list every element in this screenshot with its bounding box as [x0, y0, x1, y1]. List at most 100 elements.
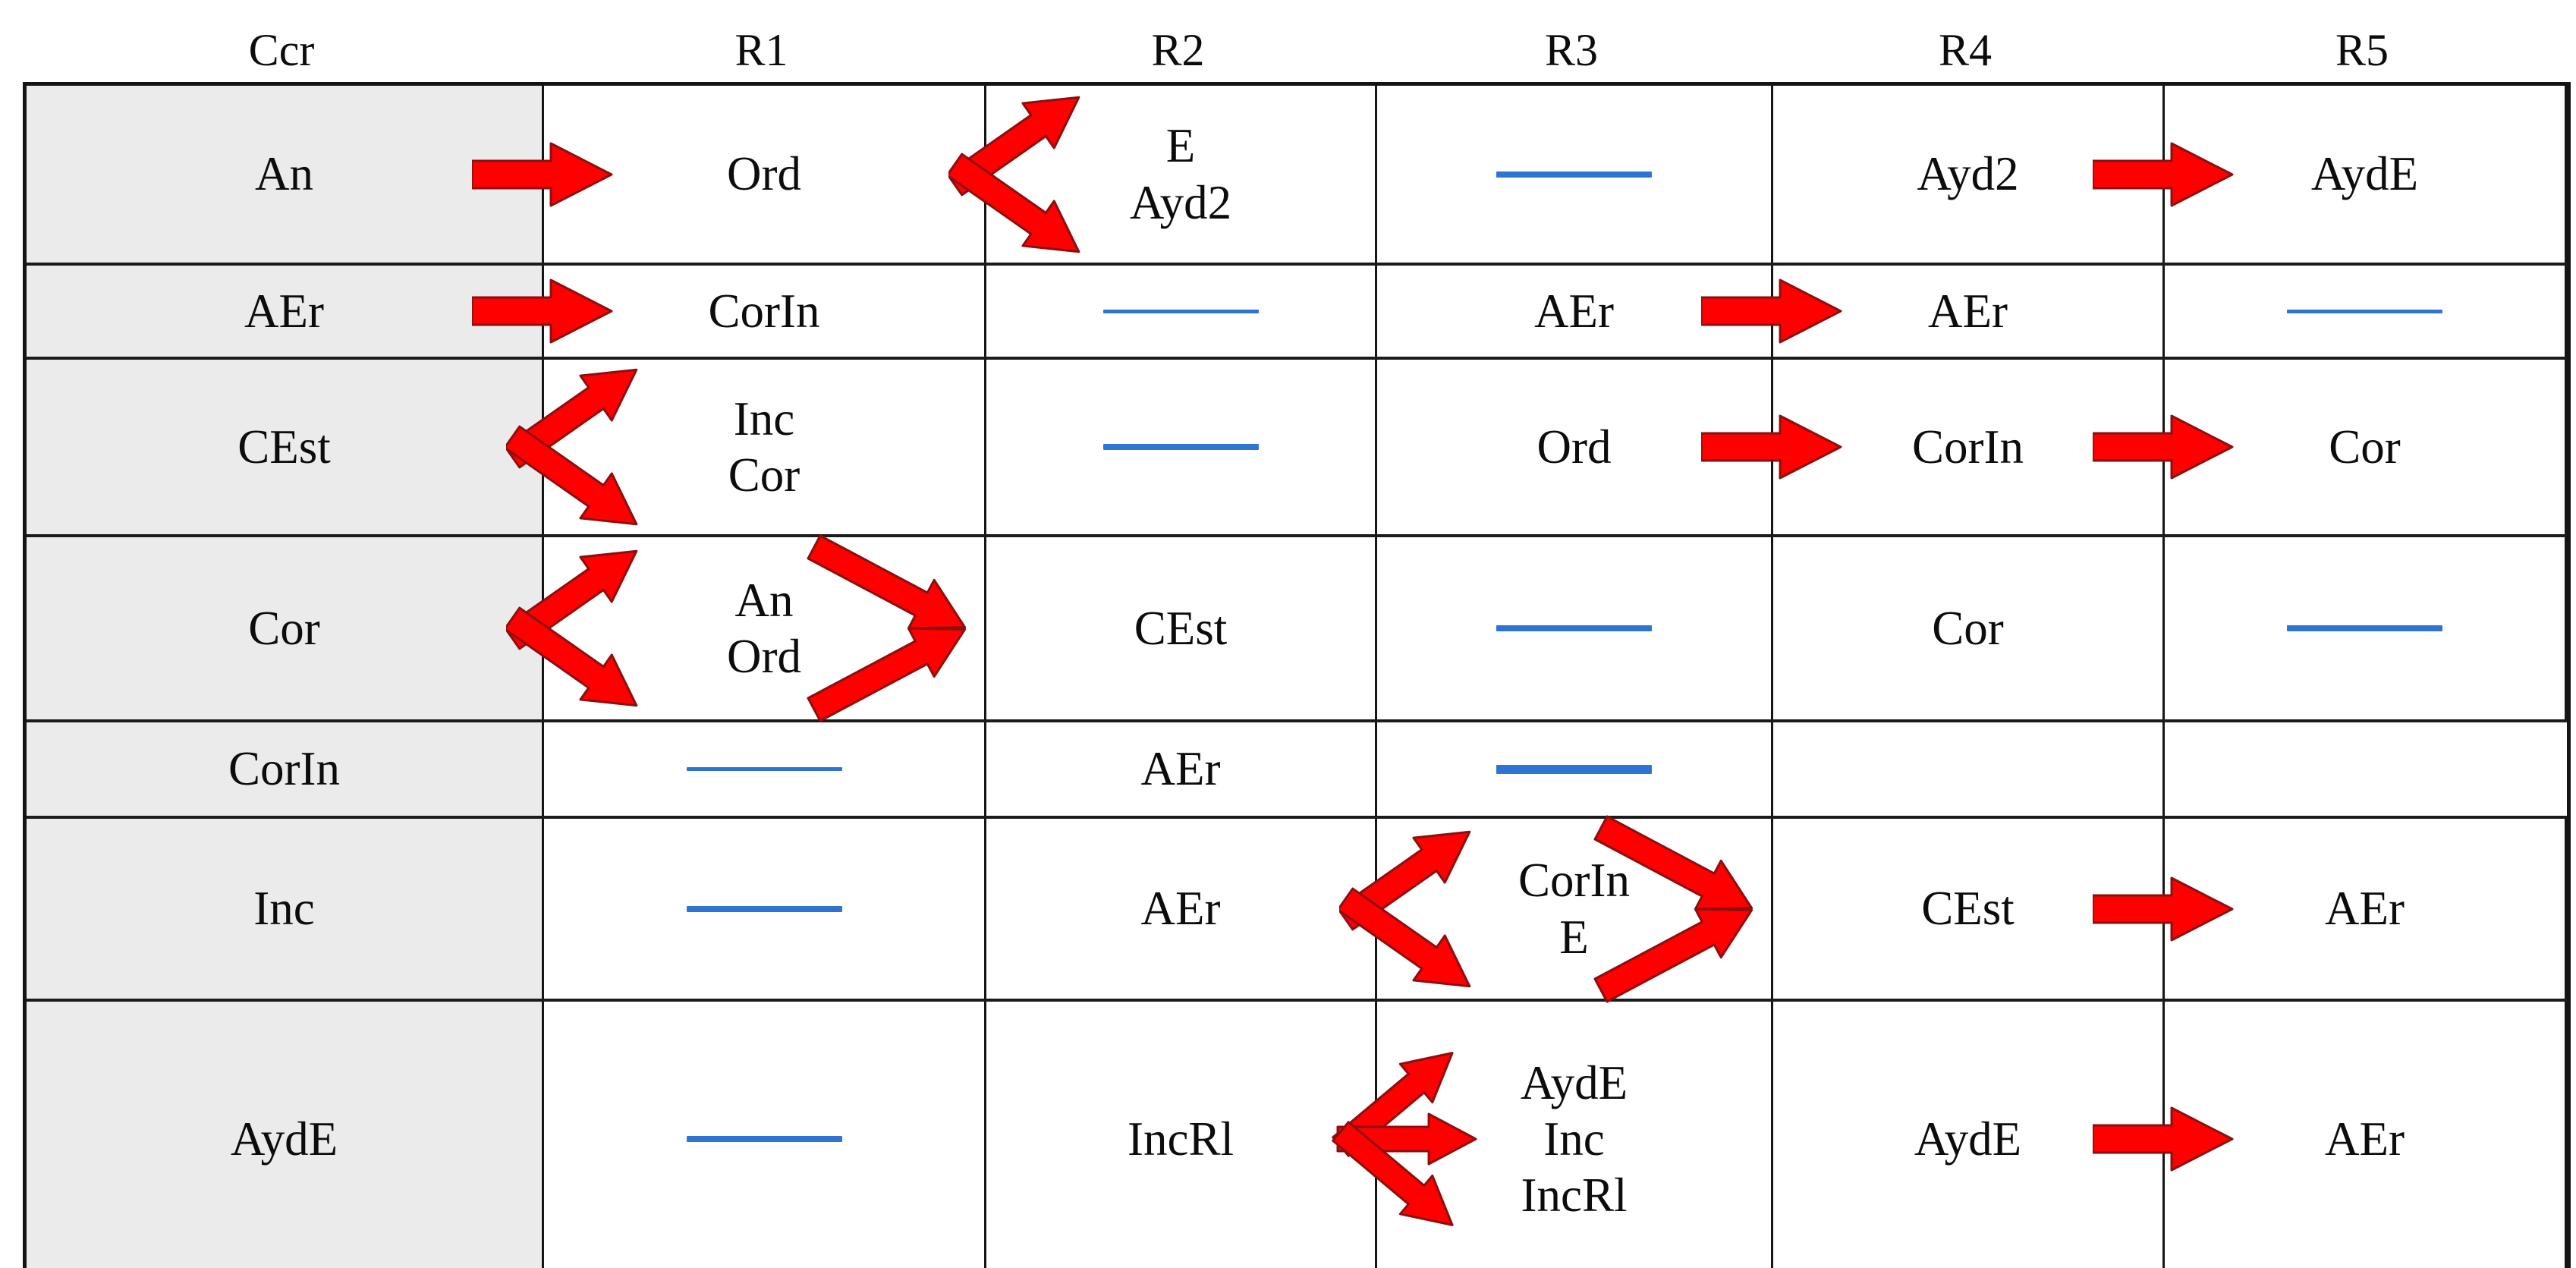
cell-corin-r3 — [1377, 722, 1773, 816]
column-header-r5: R5 — [2335, 25, 2389, 75]
dash-line — [1496, 764, 1652, 774]
cell-text: CorIn — [1912, 420, 2024, 474]
column-header-r2: R2 — [1151, 25, 1205, 75]
arrow-right-icon — [472, 142, 613, 206]
cell-inc-r2: AEr — [986, 819, 1377, 999]
cell-corin-r4 — [1773, 722, 2165, 816]
column-header-r3: R3 — [1544, 25, 1599, 75]
dash-line — [686, 767, 842, 771]
column-header-ccr: Ccr — [248, 25, 315, 75]
cell-cest-r5: Cor — [2165, 360, 2567, 534]
arrow-fork-in-icon — [807, 534, 967, 722]
dash-line — [1102, 444, 1259, 450]
cell-text: Ord — [727, 630, 801, 683]
cell-text: AydE — [1520, 1056, 1628, 1109]
arrow-fork-out-icon — [506, 368, 638, 526]
arrow-fork-out-icon — [1339, 830, 1471, 987]
cell-text: AydE — [2310, 147, 2419, 201]
cell-text: AEr — [2325, 882, 2405, 936]
row-header-cell: AydE — [27, 1002, 544, 1268]
cell-ayde-r5: AEr — [2165, 1002, 2567, 1268]
dash-line — [686, 905, 842, 912]
cell-text: Inc — [733, 392, 795, 445]
cell-text: Ord — [727, 147, 801, 201]
cell-ayde-r2: IncRl — [986, 1002, 1377, 1268]
cell-aer-r4: AEr — [1773, 266, 2165, 357]
cell-cor-r5 — [2165, 537, 2567, 719]
cell-cor-r2: CEst — [986, 537, 1377, 719]
dash-line — [1496, 171, 1652, 178]
cell-an-r5: AydE — [2165, 86, 2567, 263]
cell-text: Ayd2 — [1917, 147, 2019, 201]
dash-line — [686, 1136, 842, 1142]
cell-aer-r5 — [2165, 266, 2567, 357]
arrow-right-icon — [2093, 1106, 2234, 1172]
cell-aer-r2 — [986, 266, 1377, 357]
row-header-cell: An — [27, 86, 544, 263]
row-header-label: Cor — [248, 601, 320, 655]
cell-text: AydE — [1914, 1112, 2022, 1166]
dash-line — [1102, 309, 1259, 313]
cell-text: Cor — [2329, 420, 2401, 474]
cell-cest-r2 — [986, 360, 1377, 534]
cell-inc-r5: AEr — [2165, 819, 2567, 999]
cell-text: AEr — [1928, 284, 2008, 338]
row-header-label: CorIn — [228, 742, 340, 796]
arrow-right-icon — [1701, 278, 1842, 344]
row-header-cell: Cor — [27, 537, 544, 719]
cell-text: An — [734, 573, 794, 627]
cell-text: CEst — [1134, 601, 1228, 655]
cell-an-r3 — [1377, 86, 1773, 263]
cell-text: AEr — [1140, 882, 1221, 936]
cell-text: Ayd2 — [1129, 175, 1232, 229]
dash-line — [2287, 625, 2442, 631]
cell-cor-r3 — [1377, 537, 1773, 719]
cell-text: Ord — [1536, 420, 1612, 474]
arrow-fork-out-icon — [506, 549, 638, 707]
cell-text: AEr — [2325, 1112, 2405, 1166]
row-header-label: CEst — [237, 420, 331, 474]
row-header-label: AEr — [244, 284, 324, 338]
row-header-cell: AEr — [27, 266, 544, 357]
row-header-label: Inc — [253, 882, 315, 936]
cell-text: IncRl — [1521, 1169, 1628, 1222]
cell-text: AEr — [1140, 742, 1221, 796]
cell-text: CorIn — [1518, 854, 1630, 908]
arrow-right-icon — [1701, 414, 1842, 480]
row-header-cell: CorIn — [27, 722, 544, 816]
cell-ayde-r1 — [544, 1002, 986, 1268]
arrow-right-icon — [2093, 414, 2234, 480]
cell-corin-r2: AEr — [986, 722, 1377, 816]
column-header-r1: R1 — [734, 25, 788, 75]
row-header-cell: CEst — [27, 360, 544, 534]
cell-corin-r1 — [544, 722, 986, 816]
dash-line — [2287, 309, 2442, 313]
cell-corin-r5 — [2165, 722, 2567, 816]
row-header-label: AydE — [230, 1112, 338, 1166]
cell-text: E — [1165, 119, 1196, 173]
cell-text: CEst — [1921, 882, 2015, 936]
cell-text: IncRl — [1128, 1112, 1234, 1166]
cell-cor-r4: Cor — [1773, 537, 2165, 719]
cell-text: Cor — [728, 448, 800, 502]
table-row-corin: CorIn AEr — [27, 722, 2567, 819]
row-header-cell: Inc — [27, 819, 544, 999]
cell-text: E — [1559, 910, 1589, 964]
cell-text: CorIn — [708, 284, 820, 338]
arrow-fork-in-icon — [1593, 814, 1754, 1003]
cell-text: Inc — [1543, 1112, 1605, 1166]
cell-text: Cor — [1932, 601, 2004, 655]
